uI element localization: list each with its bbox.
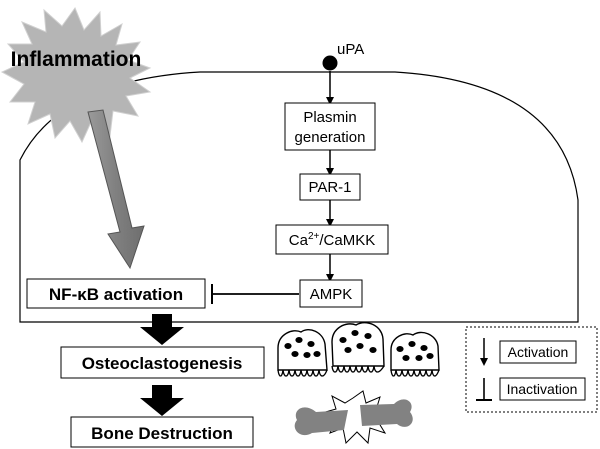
- nfkb-suffix: B activation: [87, 285, 183, 304]
- par1-box: [299, 173, 361, 201]
- block-arrow-to-osteoclastogenesis: [140, 314, 184, 345]
- bone-destruction-label: Bone Destruction: [91, 424, 233, 443]
- upa-ligand: [322, 55, 338, 71]
- inflammation-arrow: [87, 109, 145, 270]
- inflammation-label: Inflammation: [11, 48, 142, 71]
- nfkb-activation-label: NF-κB activation: [49, 285, 183, 304]
- ca-camkk-box: [275, 224, 389, 255]
- osteoclast-cell: [331, 321, 385, 373]
- bone-destruction-box: [70, 416, 254, 448]
- nfkb-kappa: κ: [77, 285, 87, 304]
- ca-camkk-label: Ca2+/CaMKK: [289, 231, 375, 249]
- par1-label: PAR-1: [308, 179, 351, 196]
- legend-inactivation-label: Inactivation: [507, 381, 578, 397]
- osteoclast-cell: [390, 331, 440, 377]
- osteoclast-cell: [277, 328, 328, 377]
- ampk-box: [299, 279, 363, 308]
- inflammation-burst: [0, 6, 152, 144]
- plasmin-line-1: Plasmin: [303, 109, 356, 126]
- legend-inactivation-box: [499, 377, 586, 401]
- ca-rest: /CaMKK: [319, 232, 375, 249]
- plasmin-generation-box: [284, 102, 376, 151]
- ca-base: Ca: [289, 232, 309, 249]
- block-arrow-to-bone-destruction: [140, 385, 184, 416]
- upa-label: uPA: [337, 41, 364, 58]
- osteoclastogenesis-box: [60, 346, 265, 379]
- nfkb-prefix: NF-: [49, 285, 77, 304]
- legend-activation-label: Activation: [508, 344, 569, 360]
- ca-sup: 2+: [308, 231, 320, 242]
- plasmin-line-2: generation: [295, 129, 366, 146]
- legend-activation-box: [499, 340, 577, 364]
- broken-bone-icon: [294, 390, 413, 445]
- osteoclastogenesis-label: Osteoclastogenesis: [82, 354, 243, 373]
- nfkb-activation-box: [26, 278, 206, 309]
- ampk-label: AMPK: [310, 286, 353, 303]
